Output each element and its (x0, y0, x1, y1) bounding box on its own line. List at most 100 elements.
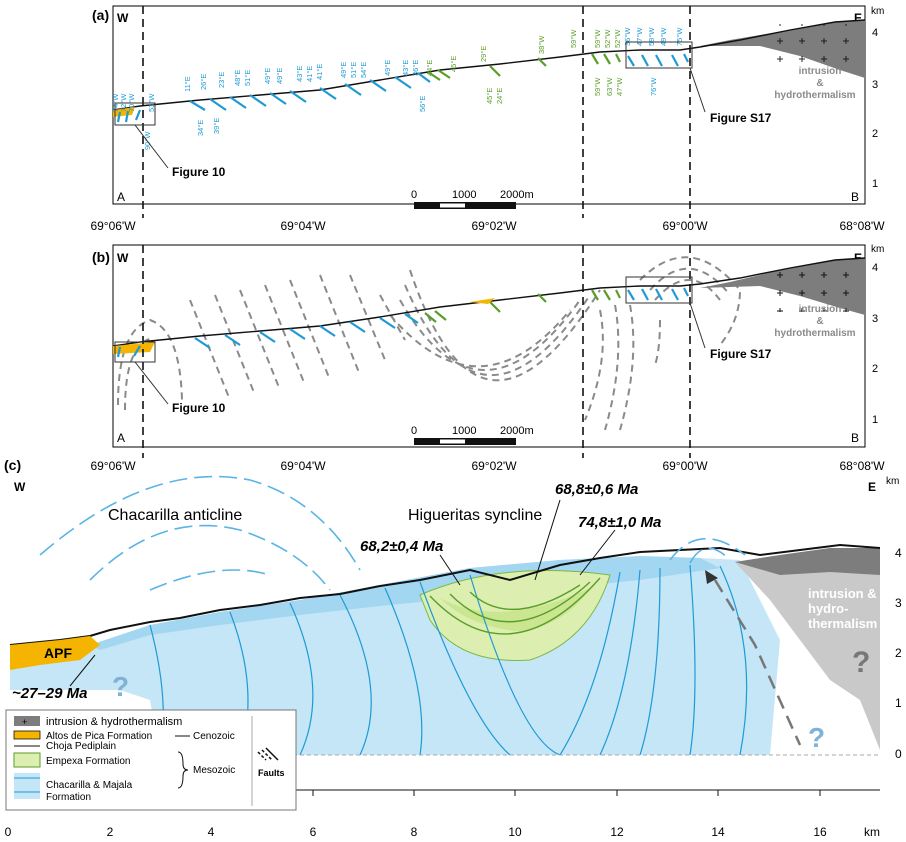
dip-label: 11°E (183, 76, 192, 92)
dip-label: 47°W (615, 77, 624, 96)
svg-text:2: 2 (895, 646, 902, 660)
date-68-8: 68,8±0,6 Ma (555, 481, 638, 498)
dip-label: 36°W (623, 27, 632, 46)
svg-text:&: & (816, 78, 823, 89)
dip-label: 54°E (359, 62, 368, 78)
panel-a-frame (112, 5, 866, 205)
dip-label: 24°E (495, 88, 504, 104)
legend-intrusion: intrusion & hydrothermalism (46, 716, 182, 728)
question-mark-right: ? (808, 722, 825, 753)
dip-label: 39°E (212, 118, 221, 134)
dip-label: 52°W (603, 29, 612, 48)
panel-b-intrusion-label: intrusion & hydrothermalism (774, 304, 855, 339)
svg-text:4: 4 (208, 825, 215, 839)
svg-text:hydrothermalism: hydrothermalism (774, 90, 855, 101)
dip-label: 63°W (605, 77, 614, 96)
panel-b-green-dips (424, 289, 621, 323)
panel-b-fault-lines (142, 245, 691, 458)
dip-label: 59°W (593, 77, 602, 96)
dip-label: 52°W (613, 29, 622, 48)
legend: + intrusion & hydrothermalism Altos de P… (5, 709, 297, 811)
svg-text:intrusion: intrusion (799, 304, 842, 315)
figure-s17-box (625, 41, 693, 69)
panel-c-apf (10, 636, 100, 670)
svg-text:hydrothermalism: hydrothermalism (774, 328, 855, 339)
panel-c: (c) W E km APF (4, 457, 902, 839)
panel-a-green-labels: 44°E 45°E 29°E 45°E 24°E 38°W 59°W 59°W … (425, 29, 624, 104)
panel-a-km: km (871, 6, 884, 17)
svg-text:+: + (22, 717, 27, 727)
svg-text:4: 4 (872, 262, 878, 274)
svg-text:1000: 1000 (452, 189, 476, 201)
panel-b-xticks: 69°06'W 69°04'W 69°02'W 69°00'W 68°08'W (90, 459, 885, 473)
dip-label: 41°E (315, 64, 324, 80)
higueritas-syncline-label: Higueritas syncline (408, 507, 542, 524)
legend-mesozoic: Mesozoic (193, 765, 235, 776)
panel-c-east: E (868, 480, 876, 494)
panel-c-empexa-lines (429, 577, 601, 635)
legend-cenozoic: Cenozoic (193, 731, 235, 742)
dip-label: 49°E (263, 68, 272, 84)
panel-c-intrusion (735, 548, 880, 750)
svg-text:69°06'W: 69°06'W (90, 459, 136, 473)
dip-label: 70°W (127, 93, 136, 112)
svg-text:0: 0 (5, 825, 12, 839)
panel-c-apf-label: APF (44, 645, 72, 661)
dip-label: 34°E (196, 120, 205, 136)
panel-a-ytick: 2 (872, 128, 878, 140)
dip-label: 41°E (305, 66, 314, 82)
svg-text:0: 0 (411, 189, 417, 201)
svg-text:0: 0 (895, 747, 902, 761)
panel-b-topography (112, 257, 866, 347)
date-68-2: 68,2±0,4 Ma (360, 538, 443, 555)
svg-text:4: 4 (895, 546, 902, 560)
panel-b-corner-a: A (117, 431, 125, 445)
dip-label: 90°W (143, 131, 152, 150)
svg-text:16: 16 (813, 825, 827, 839)
question-mark-left: ? (112, 671, 129, 702)
panel-a-ytick: 3 (872, 79, 878, 91)
date-74-8: 74,8±1,0 Ma (578, 514, 661, 531)
panel-a-fault-lines (142, 6, 691, 218)
panel-c-xticks: 0 2 4 6 8 10 12 14 16 km (5, 825, 880, 839)
svg-text:1000: 1000 (452, 425, 476, 437)
svg-text:intrusion &: intrusion & (808, 586, 877, 601)
legend-faults: Faults (258, 768, 285, 778)
panel-a-xticks: 69°06'W 69°04'W 69°02'W 69°00'W 68°08'W (90, 219, 885, 233)
dip-label: 38°W (537, 35, 546, 54)
legend-choja: Choja Pediplain (46, 741, 116, 752)
svg-text:14: 14 (711, 825, 725, 839)
svg-text:69°06'W: 69°06'W (90, 219, 136, 233)
dip-label: 72°W (119, 93, 128, 112)
panel-a-blue-labels: 74°W 72°W 70°W 53°W 90°W 11°E 26°E 34°E … (111, 27, 684, 150)
panel-b-scale-bar: 0 1000 2000m (411, 425, 534, 445)
dip-label: 59°W (647, 27, 656, 46)
dip-label: 45°E (485, 88, 494, 104)
svg-text:3: 3 (895, 596, 902, 610)
dip-label: 76°W (649, 77, 658, 96)
dip-label: 43°E (401, 60, 410, 76)
panel-a-topography (112, 19, 866, 111)
svg-text:km: km (864, 825, 880, 839)
figure-10-label: Figure 10 (172, 165, 226, 179)
svg-text:1: 1 (872, 414, 878, 426)
date-27-29: ~27–29 Ma (12, 685, 87, 702)
panel-c-yticks: 4 3 2 1 0 (895, 546, 902, 761)
panel-a-tag: (a) (92, 7, 109, 23)
panel-c-west: W (14, 480, 26, 494)
panel-b-yticks: 4 3 2 1 (872, 262, 878, 426)
panel-a-intrusion-label: intrusion & hydrothermalism (774, 66, 855, 101)
dip-label: 36°E (411, 60, 420, 76)
svg-text:68°08'W: 68°08'W (839, 219, 885, 233)
legend-chacarilla-2: Formation (46, 792, 91, 803)
svg-text:6: 6 (310, 825, 317, 839)
svg-text:&: & (816, 316, 823, 327)
svg-text:10: 10 (508, 825, 522, 839)
dip-label: 49°W (659, 27, 668, 46)
panel-c-fault (713, 579, 802, 746)
panel-b-tag: (b) (92, 249, 110, 265)
panel-a-green-dips (427, 53, 621, 81)
dip-label: 45°E (449, 56, 458, 72)
panel-c-eroded-folds (39, 475, 746, 591)
